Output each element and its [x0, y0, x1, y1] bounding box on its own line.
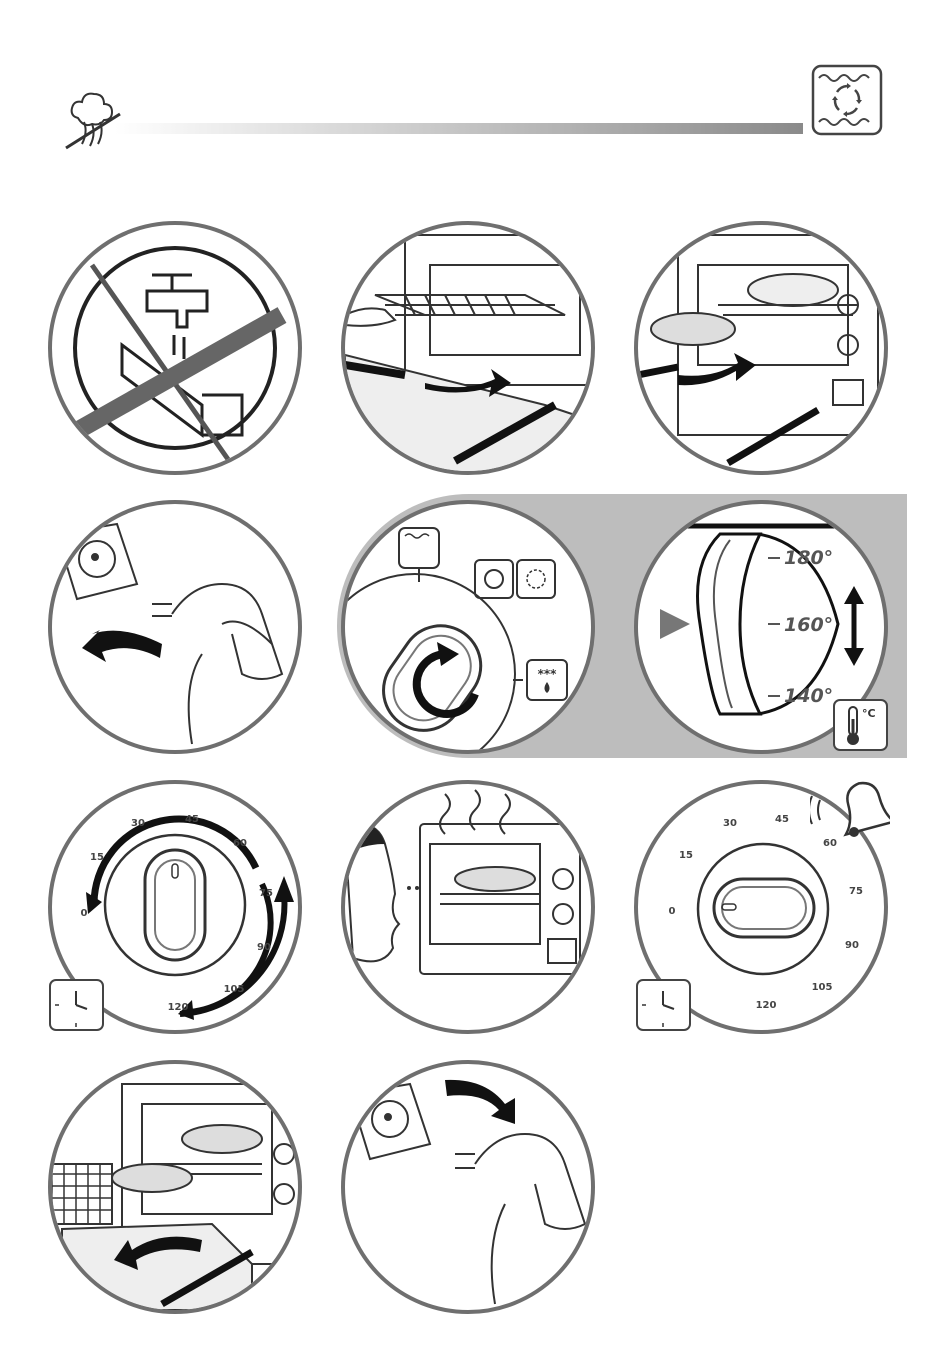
step-5-mode-selector: *** — [341, 500, 595, 754]
timer7-mark-60: 60 — [233, 838, 247, 849]
clock-icon-step-7 — [49, 979, 104, 1031]
header-bar — [115, 123, 803, 134]
clock-icon-step-9 — [636, 979, 691, 1031]
timer9-mark-75: 75 — [849, 886, 863, 897]
bell-icon — [810, 780, 890, 842]
timer7-mark-105: 105 — [224, 984, 245, 995]
celsius-label: °C — [862, 707, 876, 720]
temp-140-label: 140° — [784, 685, 833, 707]
step-4-plug-in — [48, 500, 302, 754]
convection-grill-option-icon — [517, 560, 555, 598]
temp-160-label: 160° — [784, 614, 833, 636]
no-steam-icon — [58, 84, 130, 156]
step-1-no-wash — [48, 221, 302, 475]
timer7-mark-30: 30 — [131, 818, 145, 829]
timer7-mark-15: 15 — [90, 852, 104, 863]
convection-mode-icon — [811, 64, 883, 136]
svg-text:***: *** — [538, 667, 558, 681]
timer7-mark-75: 75 — [259, 888, 273, 899]
convection-option-icon — [475, 560, 513, 598]
temp-180-label: 180° — [784, 547, 833, 569]
thermometer-icon: °C — [833, 699, 888, 751]
timer7-mark-120: 120 — [168, 1002, 189, 1013]
timer7-mark-0: 0 — [81, 908, 88, 919]
timer7-mark-90: 90 — [257, 942, 271, 953]
step-11-unplug — [341, 1060, 595, 1314]
defrost-option-icon: *** — [527, 660, 567, 700]
timer9-mark-120: 120 — [756, 1000, 777, 1011]
step-3-insert-dish — [634, 221, 888, 475]
timer9-mark-30: 30 — [723, 818, 737, 829]
timer9-mark-105: 105 — [812, 982, 833, 993]
timer9-mark-0: 0 — [669, 906, 676, 917]
step-10-remove-dish — [48, 1060, 302, 1314]
timer9-mark-15: 15 — [679, 850, 693, 861]
timer9-mark-45: 45 — [775, 814, 789, 825]
step-8-watch-cooking — [341, 780, 595, 1034]
timer7-mark-45: 45 — [185, 814, 199, 825]
timer9-mark-90: 90 — [845, 940, 859, 951]
step-2-insert-rack — [341, 221, 595, 475]
